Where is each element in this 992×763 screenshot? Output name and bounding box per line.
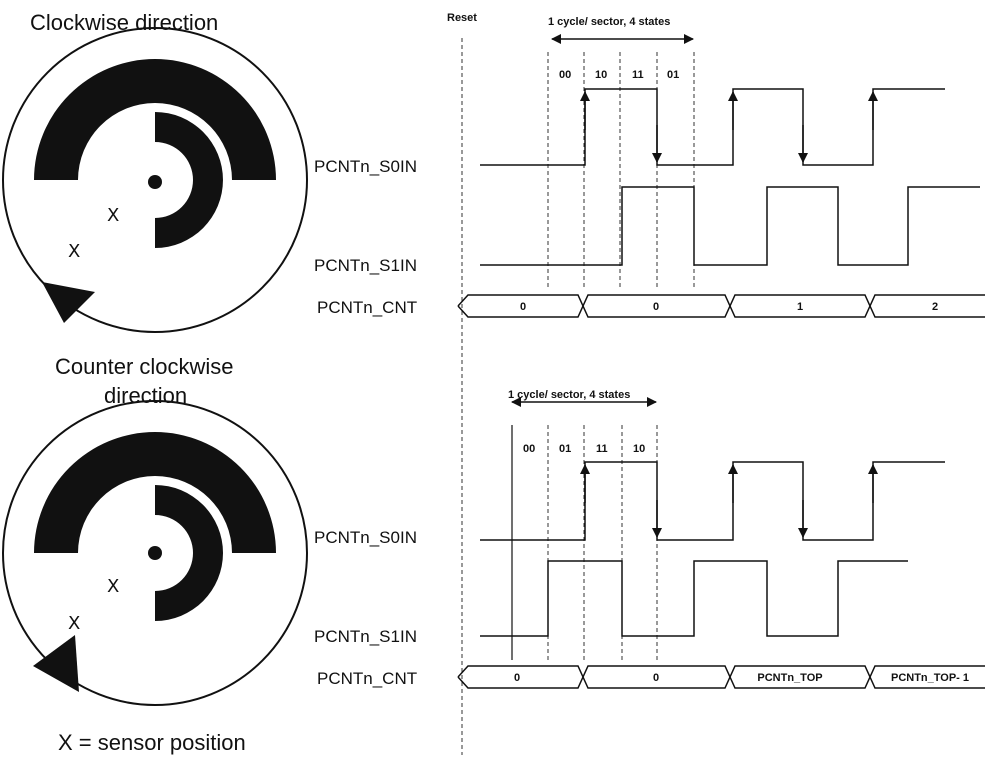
cnt-top-value-4: 2 <box>932 301 938 313</box>
s1-label-bottom: PCNTn_S1IN <box>314 627 417 646</box>
s0-waveform-bottom <box>480 461 945 541</box>
wheel-outline <box>2 400 308 706</box>
state-bottom-2: 01 <box>559 443 571 455</box>
rotation-arrow-icon <box>33 635 79 692</box>
s0-edge-arrows-bottom <box>580 464 878 538</box>
cycle-label-bottom: 1 cycle/ sector, 4 states <box>508 389 630 401</box>
cnt-bottom-value-4: PCNTn_TOP- 1 <box>891 672 969 684</box>
reset-label: Reset <box>447 12 477 24</box>
cnt-bottom-value-1: 0 <box>514 672 520 684</box>
wheel-center <box>148 546 162 560</box>
state-bottom-4: 10 <box>633 443 645 455</box>
s1-waveform-top <box>480 186 980 266</box>
state-dividers-top <box>547 52 695 288</box>
ccw-title-line1: Counter clockwise <box>55 354 234 379</box>
cnt-top-value-1: 0 <box>520 301 526 313</box>
cnt-label-bottom: PCNTn_CNT <box>317 669 417 688</box>
sensor-marker-2: X <box>68 241 80 262</box>
sensor-legend: X = sensor position <box>58 730 246 755</box>
s0-label-bottom: PCNTn_S0IN <box>314 528 417 547</box>
cycle-label-top: 1 cycle/ sector, 4 states <box>548 16 670 28</box>
cnt-bus-top-a <box>457 294 985 318</box>
cnt-bus-bottom-a <box>457 665 985 689</box>
outer-track <box>34 432 276 553</box>
cnt-bottom-value-3: PCNTn_TOP <box>757 672 822 684</box>
cnt-bottom-value-2: 0 <box>653 672 659 684</box>
sensor-marker-2: X <box>68 613 80 634</box>
wheel-center <box>148 175 162 189</box>
cnt-label-top: PCNTn_CNT <box>317 298 417 317</box>
encoder-wheel-counter-clockwise: X X <box>2 400 308 706</box>
state-dividers-bottom <box>511 425 658 660</box>
inner-track <box>155 485 223 621</box>
state-top-4: 01 <box>667 69 679 81</box>
s0-waveform-top <box>480 88 945 166</box>
cnt-bus-top-b <box>457 294 985 318</box>
encoder-wheel-clockwise: X X <box>2 27 308 333</box>
s0-label-top: PCNTn_S0IN <box>314 157 417 176</box>
sensor-marker-1: X <box>107 205 119 226</box>
cnt-top-value-3: 1 <box>797 301 803 313</box>
state-bottom-3: 11 <box>596 443 608 455</box>
outer-track <box>34 59 276 180</box>
cnt-top-value-2: 0 <box>653 301 659 313</box>
rotation-arrow-icon <box>42 282 95 323</box>
state-top-1: 00 <box>559 69 571 81</box>
sensor-marker-1: X <box>107 576 119 597</box>
state-bottom-1: 00 <box>523 443 535 455</box>
s1-label-top: PCNTn_S1IN <box>314 256 417 275</box>
state-top-2: 10 <box>595 69 607 81</box>
state-top-3: 11 <box>632 69 644 81</box>
wheel-outline <box>2 27 308 333</box>
ccw-title-line2: direction <box>104 383 187 408</box>
inner-track <box>155 112 223 248</box>
s1-waveform-bottom <box>480 560 908 637</box>
s0-edge-arrows-top <box>580 91 878 163</box>
cnt-bus-bottom-b <box>457 665 985 689</box>
